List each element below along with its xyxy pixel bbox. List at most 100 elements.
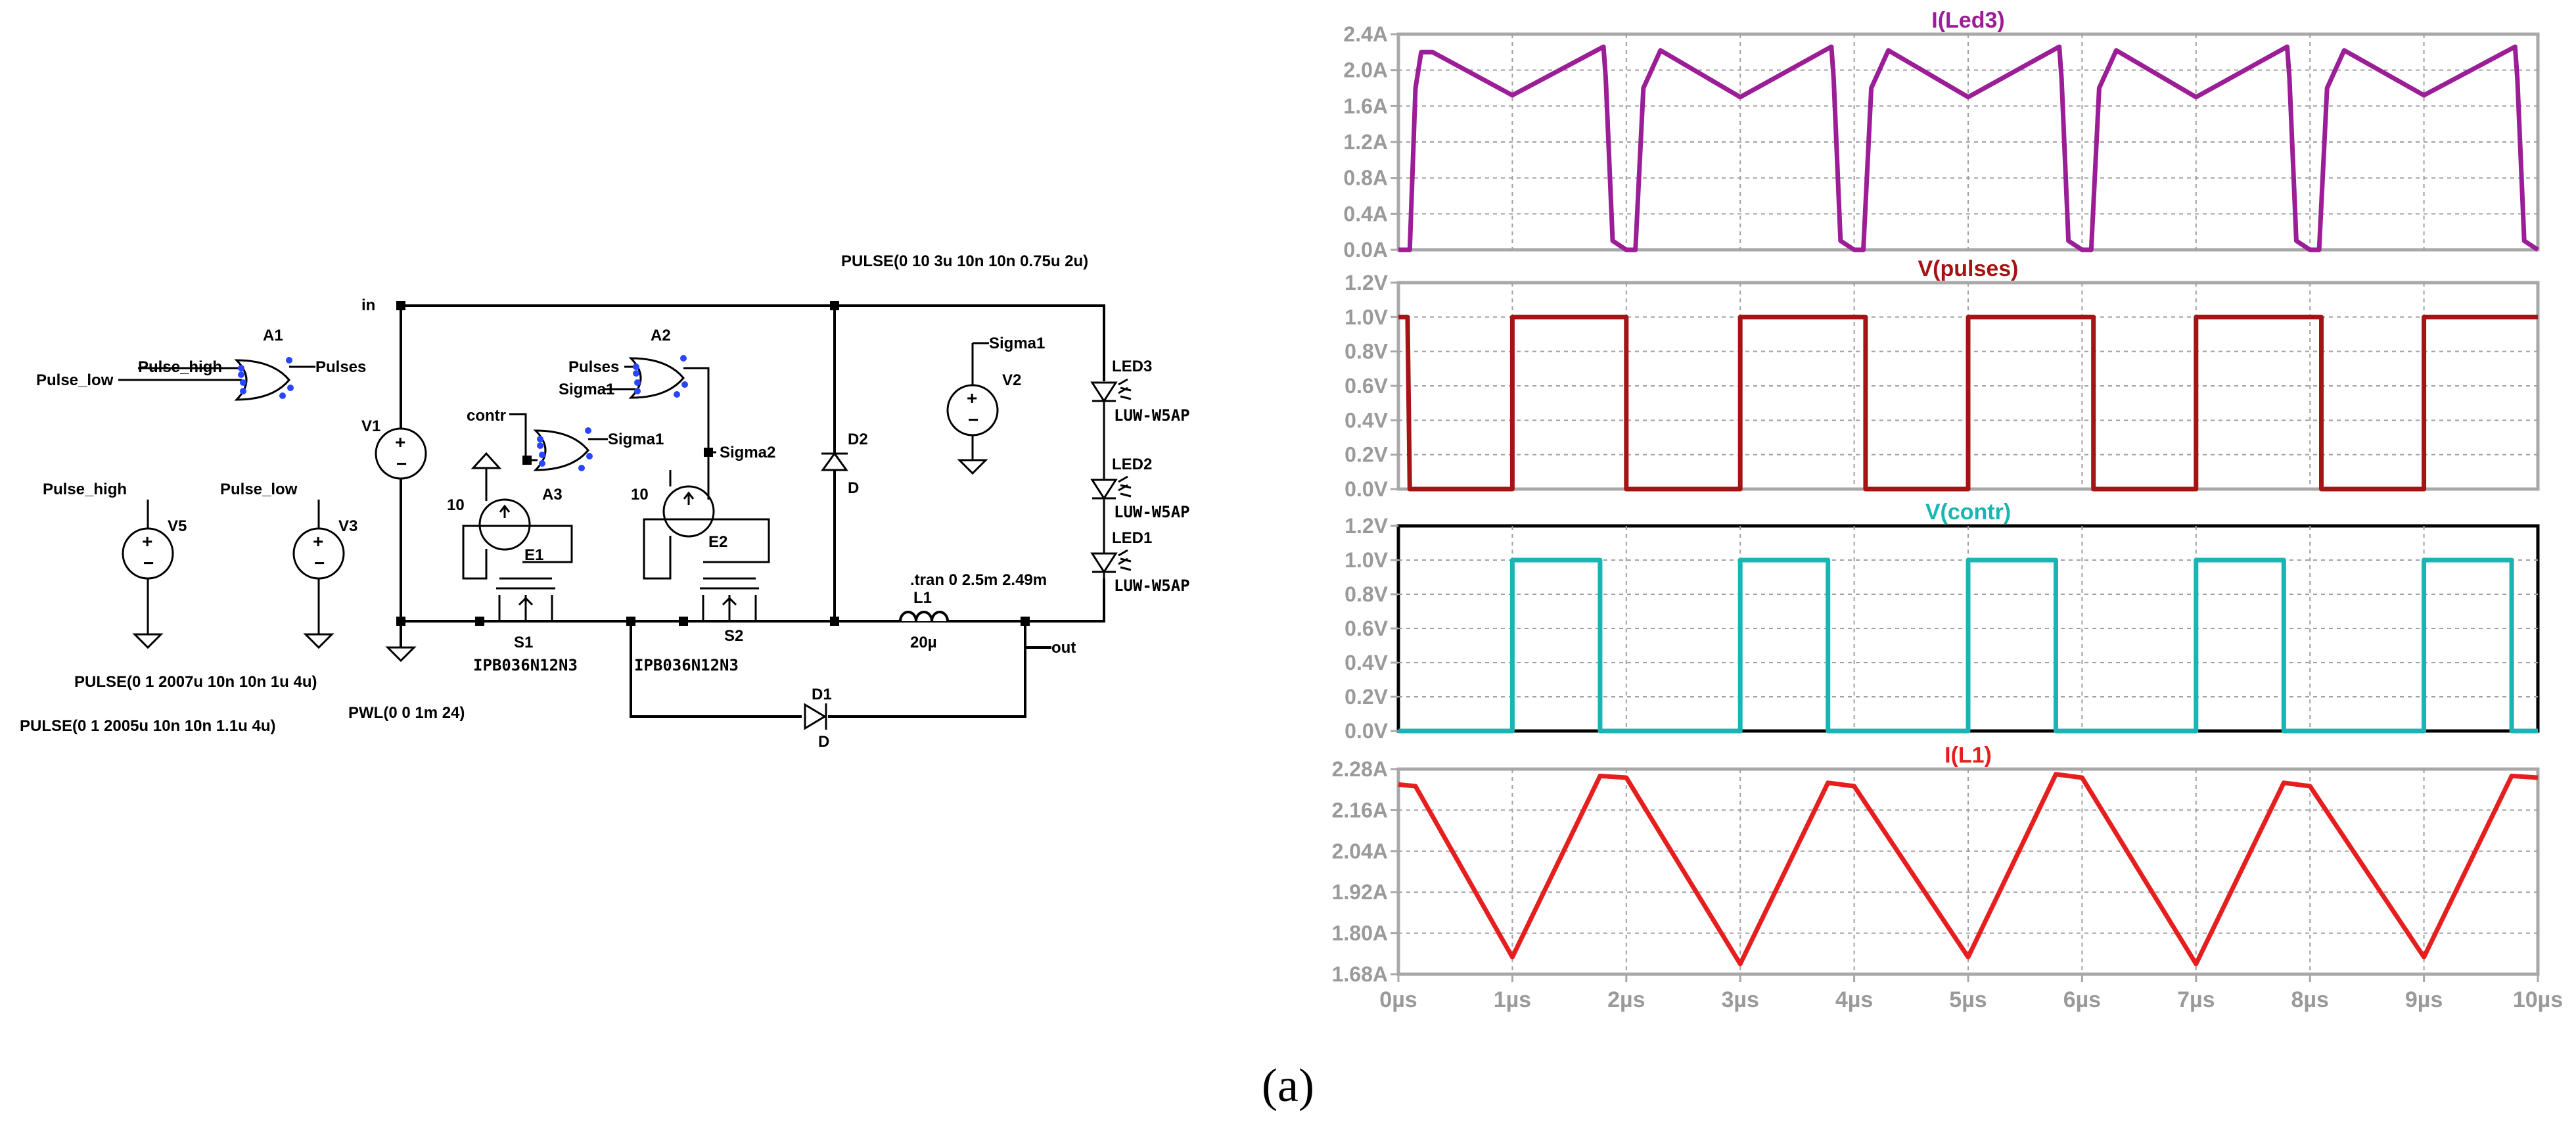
y-tick-label: 0.0A (1343, 238, 1388, 262)
directive-tran: .tran 0 2.5m 2.49m (910, 571, 1047, 589)
net-label-contr: contr (467, 407, 506, 425)
plot-title: V(contr) (1925, 500, 2011, 525)
net-label-sigma1-v2: Sigma1 (989, 335, 1045, 352)
y-tick-label: 0.2V (1345, 443, 1388, 467)
label-v2: V2 (1002, 371, 1021, 389)
source-e2: 10 E2 (631, 470, 770, 580)
trace-line (1398, 314, 2538, 492)
directive-v2: PULSE(0 10 3u 10n 10n 0.75u 2u) (841, 252, 1088, 270)
label-d2: D2 (848, 431, 868, 448)
label-e1: E1 (524, 546, 543, 564)
label-s2: S2 (724, 627, 743, 645)
y-tick-label: 1.2V (1345, 514, 1388, 538)
model-d1: D (818, 733, 829, 751)
label-e2: E2 (708, 533, 727, 551)
net-label-pulses: Pulses (315, 358, 366, 376)
label-a1: A1 (263, 327, 283, 344)
y-tick-label: 1.80A (1332, 922, 1388, 945)
junctions (396, 301, 1030, 626)
y-tick-label: 0.4V (1345, 408, 1388, 432)
mosfet-s2: S2 IPB036N12N3 (634, 577, 759, 674)
x-tick-label: 10µs (2513, 987, 2563, 1012)
net-label-sigma1-a2: Sigma1 (559, 381, 614, 398)
plot-pane-3: 0.0V0.2V0.4V0.6V0.8V1.0V1.2VV(contr) (1345, 500, 2540, 743)
x-tick-label: 0µs (1379, 987, 1417, 1012)
label-d1: D1 (812, 686, 832, 703)
svg-text:−: − (314, 553, 325, 573)
x-tick-label: 2µs (1607, 987, 1645, 1012)
model-d2: D (848, 479, 859, 497)
x-tick-label: 5µs (1949, 987, 1987, 1012)
svg-text:−: − (968, 410, 978, 430)
plot-pane-1: 0.0A0.4A0.8A1.2A1.6A2.0A2.4AI(Led3) (1343, 8, 2540, 262)
y-tick-label: 2.16A (1332, 798, 1388, 822)
x-tick-label: 8µs (2291, 987, 2328, 1012)
y-tick-label: 0.8V (1345, 340, 1388, 364)
gate-a3: A3 (509, 413, 608, 504)
y-tick-label: 1.92A (1332, 880, 1388, 904)
gate-a2: A2 (605, 327, 710, 500)
y-tick-label: 1.6A (1343, 94, 1388, 118)
model-s2: IPB036N12N3 (634, 656, 739, 674)
inductor-l1: L1 20µ (899, 589, 949, 651)
gate-a1: A1 (118, 327, 315, 401)
svg-text:+: + (313, 531, 323, 552)
mosfet-s1: S1 IPB036N12N3 (473, 577, 578, 674)
x-tick-label: 3µs (1721, 987, 1759, 1012)
y-tick-label: 1.0V (1345, 305, 1388, 329)
net-label-out: out (1051, 639, 1076, 657)
model-led1: LUW-W5AP (1114, 577, 1190, 595)
model-led3: LUW-W5AP (1114, 406, 1190, 425)
label-a2: A2 (651, 327, 671, 344)
x-tick-label: 7µs (2177, 987, 2215, 1012)
label-v1: V1 (361, 417, 380, 435)
y-tick-label: 2.0A (1343, 59, 1388, 82)
circuit-schematic: in A1 Pulse_low Pulse_high Pulses + − V5… (20, 252, 1190, 751)
y-tick-label: 0.4A (1343, 202, 1388, 225)
label-l1: L1 (913, 589, 932, 607)
source-v5: + − V5 (122, 500, 187, 649)
y-tick-label: 0.6V (1345, 374, 1388, 398)
net-label-pulse-high-v5: Pulse_high (43, 481, 127, 498)
directive-v5: PULSE(0 1 2007u 10n 10n 1u 4u) (74, 673, 317, 691)
net-label-sigma1-a3: Sigma1 (608, 431, 664, 448)
y-tick-label: 0.0V (1345, 719, 1388, 743)
net-label-in: in (361, 296, 375, 314)
x-tick-label: 1µs (1494, 987, 1531, 1012)
model-s1: IPB036N12N3 (473, 656, 578, 674)
svg-text:+: + (395, 432, 405, 452)
plot-title: I(Led3) (1931, 8, 2004, 33)
y-tick-label: 1.0V (1345, 548, 1388, 572)
waveform-plots: 0.0A0.4A0.8A1.2A1.6A2.0A2.4AI(Led3)0.0V0… (1332, 8, 2564, 1012)
diode-d2: D2 D (821, 431, 868, 497)
y-tick-label: 0.8V (1345, 582, 1388, 606)
model-led2: LUW-W5AP (1114, 503, 1190, 521)
x-tick-label: 6µs (2063, 987, 2101, 1012)
x-tick-label: 4µs (1835, 987, 1873, 1012)
trace-line (1398, 44, 2539, 252)
label-led1: LED1 (1112, 529, 1152, 547)
net-label-pulse-high-in: Pulse_high (138, 358, 222, 376)
gain-e1: 10 (447, 496, 465, 514)
plot-title: V(pulses) (1918, 256, 2018, 281)
figure-caption: (a) (1262, 1059, 1314, 1112)
y-tick-label: 2.04A (1332, 839, 1388, 863)
trace-line (1398, 772, 2539, 966)
y-tick-label: 1.2V (1345, 271, 1388, 294)
y-tick-label: 0.4V (1345, 651, 1388, 674)
directive-v1: PWL(0 0 1m 24) (348, 704, 465, 722)
label-led2: LED2 (1112, 456, 1152, 473)
y-tick-label: 1.2A (1343, 130, 1388, 154)
svg-text:+: + (142, 531, 152, 552)
label-v3: V3 (338, 517, 357, 535)
net-label-pulse-low-v3: Pulse_low (220, 481, 298, 498)
label-led3: LED3 (1112, 358, 1152, 375)
net-label-sigma2: Sigma2 (720, 444, 775, 461)
y-tick-label: 2.28A (1332, 757, 1388, 781)
diode-d1: D1 D (804, 686, 832, 751)
led-string: LED3 LUW-W5AP LED2 LUW-W5AP LED1 LUW-W5A… (1090, 358, 1190, 595)
source-v2: + − V2 (946, 342, 1021, 475)
y-tick-label: 0.0V (1345, 477, 1388, 501)
